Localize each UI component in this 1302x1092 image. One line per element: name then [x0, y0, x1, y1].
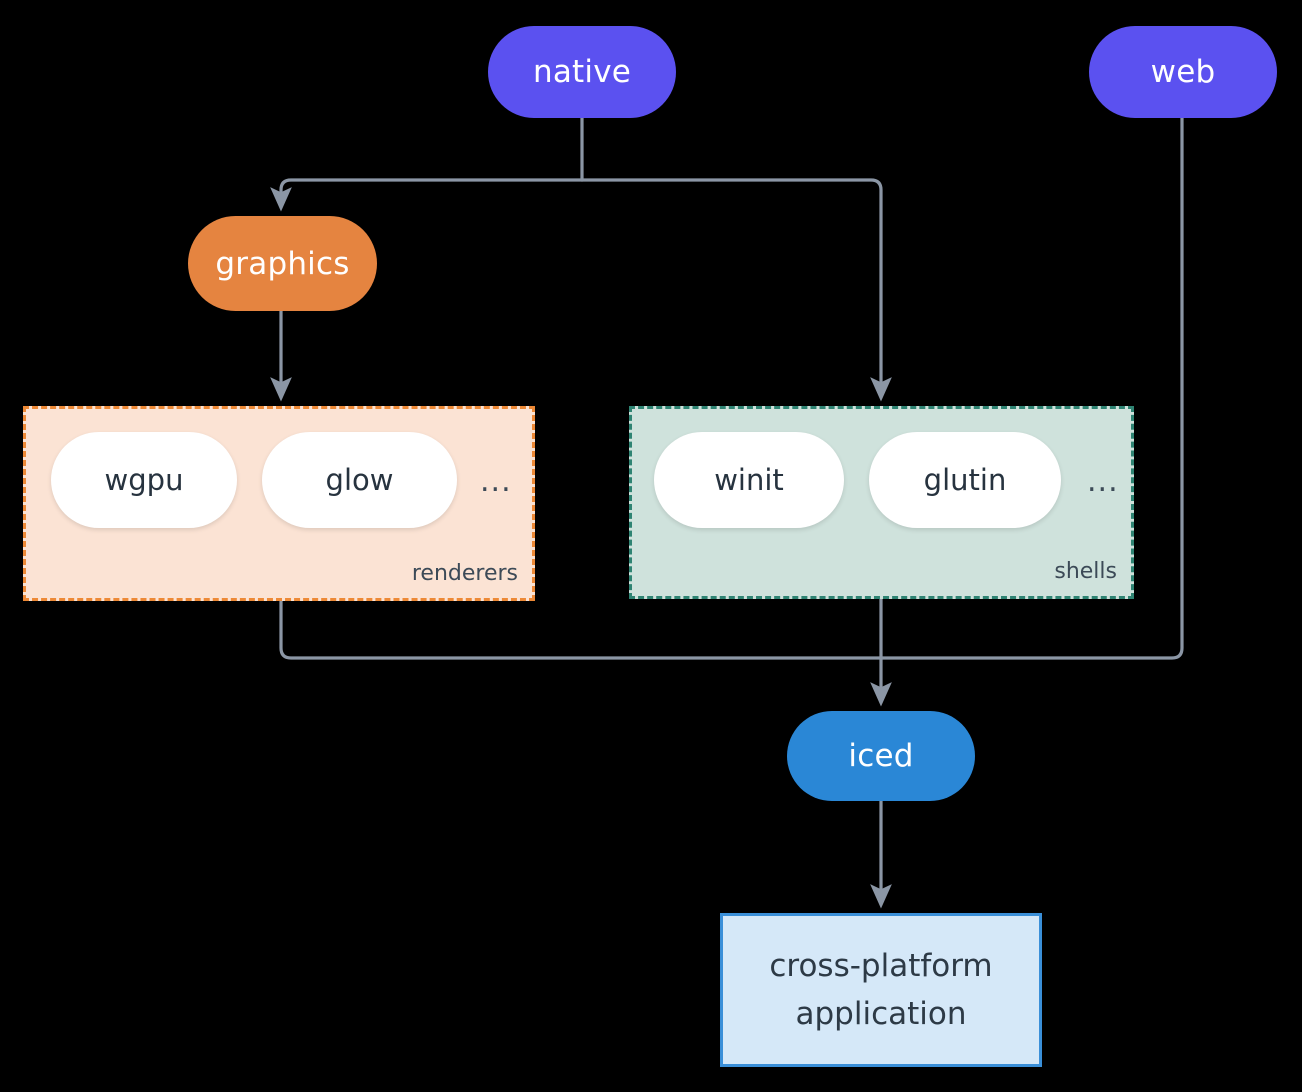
node-graphics[interactable]: graphics	[188, 216, 377, 311]
node-web-label: web	[1150, 54, 1216, 90]
node-iced-label: iced	[848, 738, 914, 774]
node-application-label-line2: application	[795, 996, 967, 1032]
shell-item-winit-label: winit	[714, 463, 784, 497]
edge-renderers-to-iced	[279, 599, 883, 660]
renderer-item-glow[interactable]: glow	[262, 432, 457, 528]
renderers-overflow-ellipsis: ...	[480, 464, 512, 499]
edge-native-to-shells	[580, 178, 892, 402]
shell-item-winit[interactable]: winit	[654, 432, 844, 528]
shells-overflow-ellipsis: ...	[1087, 464, 1119, 499]
node-native-label: native	[532, 54, 632, 90]
renderer-item-wgpu-label: wgpu	[104, 463, 184, 497]
shell-item-glutin-label: glutin	[923, 463, 1007, 497]
node-application-label-line1: cross-platform	[769, 947, 993, 984]
node-graphics-label: graphics	[215, 245, 350, 282]
edge-native-to-graphics	[270, 178, 584, 212]
node-cross-platform-application[interactable]: cross-platform application	[720, 913, 1042, 1067]
renderer-item-wgpu[interactable]: wgpu	[51, 432, 237, 528]
node-iced[interactable]: iced	[787, 711, 975, 801]
shell-item-glutin[interactable]: glutin	[869, 432, 1061, 528]
group-shells-label: shells	[1054, 559, 1117, 584]
group-renderers-label: renderers	[411, 561, 518, 586]
node-web[interactable]: web	[1089, 26, 1277, 118]
renderer-item-glow-label: glow	[325, 463, 394, 497]
node-native[interactable]: native	[488, 26, 676, 118]
